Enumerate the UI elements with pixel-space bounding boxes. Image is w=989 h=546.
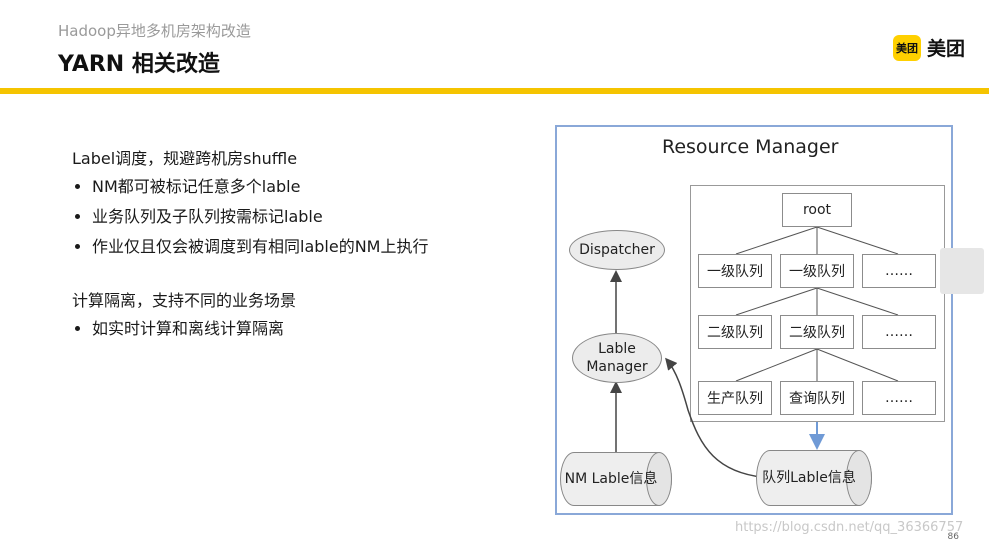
queue-production: 生产队列 [698,381,772,415]
queue-level1: 一级队列 [698,254,772,288]
logo-badge-icon: 美团 [892,34,921,61]
section1-list: NM都可被标记任意多个lable 业务队列及子队列按需标记lable 作业仅且仅… [72,174,492,260]
dispatcher-node: Dispatcher [569,230,665,270]
section2-heading: 计算隔离，支持不同的业务场景 [72,291,297,310]
list-item: 作业仅且仅会被调度到有相同lable的NM上执行 [92,234,492,260]
nm-label-store: NM Lable信息 [560,452,672,506]
queue-level1: 一级队列 [780,254,854,288]
meituan-logo: 美团 美团 [892,34,965,61]
header-subtitle: Hadoop异地多机房架构改造 [58,22,251,40]
queue-label-store: 队列Lable信息 [756,450,872,506]
logo-text: 美团 [926,38,965,60]
section2-list: 如实时计算和离线计算隔离 [72,316,492,342]
list-item: 如实时计算和离线计算隔离 [92,316,492,342]
queue-level1-more: …… [862,254,936,288]
label-manager-line1: Lable [598,341,636,357]
label-manager-node: Lable Manager [572,333,662,383]
page-title: YARN 相关改造 [58,52,220,77]
queue-level2-more: …… [862,315,936,349]
side-handle[interactable] [940,248,984,294]
queue-root: root [782,193,852,227]
header-divider [0,88,989,94]
page-number: 86 [947,532,959,542]
queue-level3-more: …… [862,381,936,415]
nm-label-text: NM Lable信息 [564,471,658,487]
list-item: NM都可被标记任意多个lable [92,174,492,200]
queue-level2: 二级队列 [780,315,854,349]
watermark: https://blog.csdn.net/qq_36366757 [735,520,964,535]
queue-level2: 二级队列 [698,315,772,349]
queue-query: 查询队列 [780,381,854,415]
label-manager-line2: Manager [586,359,648,375]
content-text: Label调度，规避跨机房shuffle NM都可被标记任意多个lable 业务… [72,146,492,346]
queue-label-text: 队列Lable信息 [762,470,856,486]
section1-heading: Label调度，规避跨机房shuffle [72,149,298,168]
list-item: 业务队列及子队列按需标记lable [92,204,492,230]
diagram-title: Resource Manager [662,136,839,158]
